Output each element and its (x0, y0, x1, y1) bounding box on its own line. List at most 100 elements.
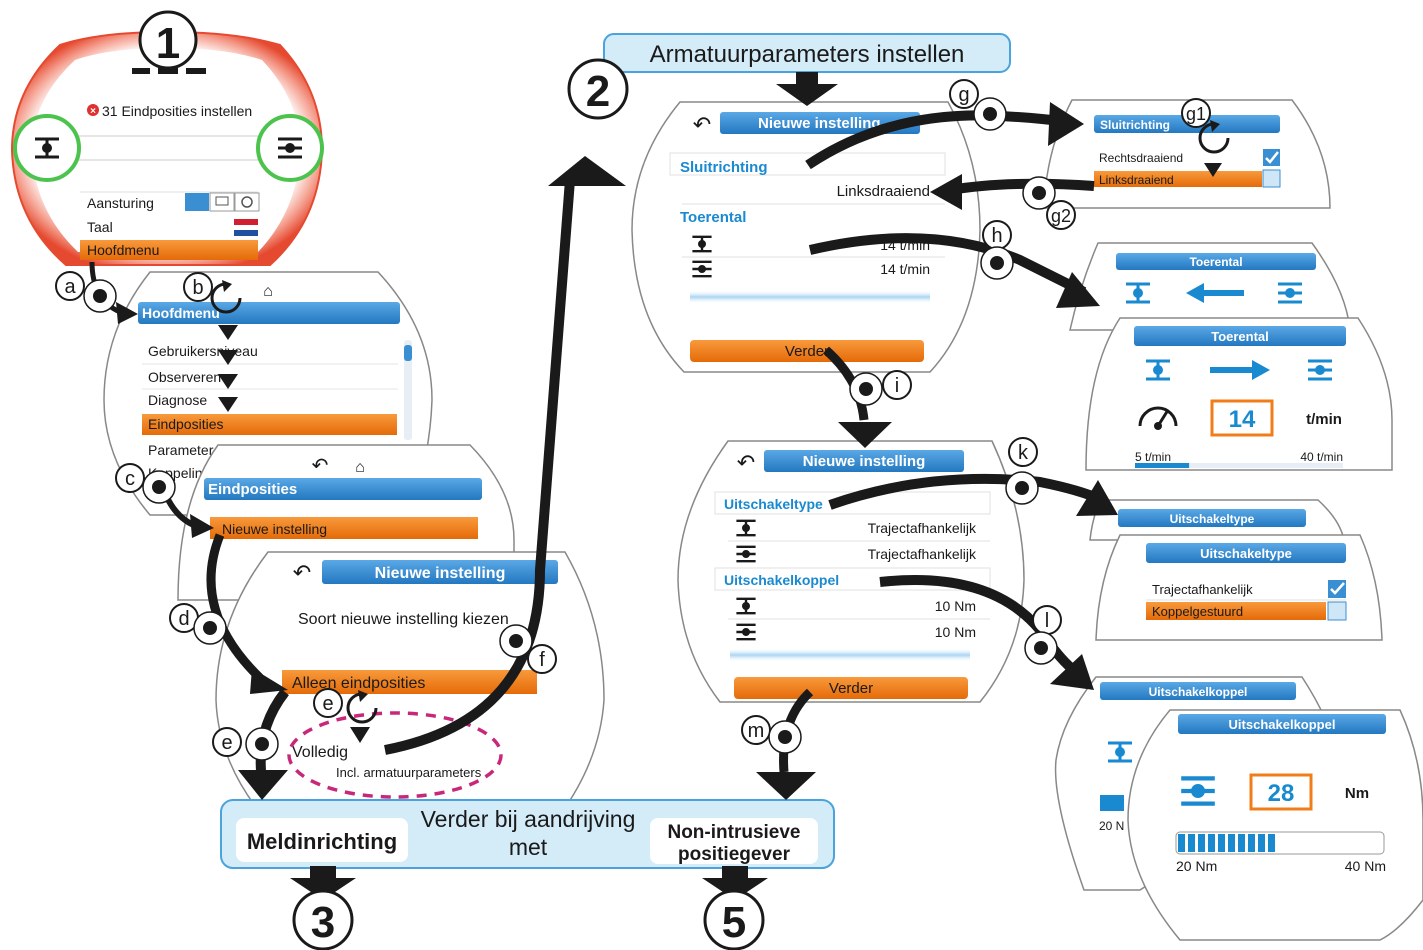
back-icon-5[interactable]: ↶ (737, 450, 755, 475)
option-volledig[interactable]: Volledig (292, 744, 348, 761)
svg-text:3: 3 (311, 898, 335, 947)
marker-m: m (741, 715, 802, 754)
type-open-value[interactable]: Trajectafhankelijk (868, 546, 977, 562)
option-rechtsdraaiend[interactable]: Rechtsdraaiend (1099, 151, 1183, 165)
checkbox-rechtsdraaiend[interactable] (1263, 149, 1280, 166)
marker-h: h (980, 220, 1014, 280)
torque-min: 20 Nm (1176, 858, 1217, 874)
option-koppelgestuurd[interactable] (1146, 602, 1326, 620)
speed-slider-track[interactable] (1135, 463, 1343, 468)
home-icon[interactable]: ⌂ (263, 283, 273, 300)
option-linksdraaiend[interactable] (1094, 171, 1262, 187)
main-menu-title: Hoofdmenu (142, 305, 220, 321)
torque-unit: Nm (1345, 785, 1369, 802)
svg-text:a: a (64, 276, 76, 298)
svg-text:14: 14 (1229, 406, 1256, 433)
back-icon-4[interactable]: ↶ (693, 112, 711, 137)
section-uitschakeltype: Uitschakeltype (724, 496, 823, 512)
row-hoofdmenu[interactable] (80, 240, 258, 260)
svg-text:Verder: Verder (785, 343, 829, 360)
scrollbar[interactable] (404, 340, 412, 440)
option-non-intrusive-line-1: Non-intrusieve (667, 822, 800, 843)
svg-text:h: h (991, 225, 1002, 247)
speed-min: 5 t/min (1135, 450, 1171, 464)
back-icon[interactable]: ↶ (312, 455, 329, 477)
svg-text:f: f (539, 649, 545, 671)
rotate-icon-e (346, 692, 378, 724)
step-5-badge (703, 889, 765, 950)
uitschakelkoppel-title: Uitschakelkoppel (1229, 717, 1336, 732)
menu-item-diagnose[interactable]: Diagnose (148, 392, 207, 408)
menu-item-observeren[interactable]: Observeren (148, 369, 221, 385)
marker-b: b (183, 272, 213, 302)
torque-slider-segment (1188, 834, 1195, 852)
svg-text:5: 5 (722, 898, 746, 947)
svg-text:b: b (192, 277, 203, 299)
svg-text:e: e (221, 732, 232, 754)
torque-slider-segment (1258, 834, 1265, 852)
marker-g1: g1 (1181, 98, 1211, 128)
local-control-icon[interactable] (185, 193, 209, 211)
banner-center-line-2: met (509, 834, 548, 860)
torque-slider-segment (1238, 834, 1245, 852)
svg-text:l: l (1045, 610, 1049, 632)
checkbox-koppelgestuurd[interactable] (1327, 601, 1347, 621)
screen-sluitrichting: Sluitrichting Rechtsdraaiend Linksdraaie… (1043, 99, 1331, 209)
screen-toerental: Toerental 14 t/min 5 t/min 40 t/min (1085, 317, 1393, 471)
arrow-left-icon (1186, 283, 1204, 303)
power-off-icon[interactable] (234, 192, 260, 212)
home-icon-2[interactable]: ⌂ (355, 459, 365, 476)
svg-text:m: m (748, 720, 765, 742)
verder-button-1[interactable] (690, 340, 924, 362)
sluitrichting-value[interactable]: Linksdraaiend (837, 183, 930, 200)
svg-text:k: k (1018, 442, 1029, 464)
menu-item-gebruikersniveau[interactable]: Gebruikersniveau (148, 343, 258, 359)
svg-text:Hoofdmenu: Hoofdmenu (87, 242, 159, 258)
menu-item-nieuwe-instelling[interactable] (210, 517, 478, 539)
svg-text:g2: g2 (1051, 206, 1071, 226)
step-markers: a b c d e e (55, 79, 1211, 761)
svg-text:Nieuwe instelling: Nieuwe instelling (222, 521, 327, 537)
torque-open-value[interactable]: 10 Nm (935, 624, 976, 640)
option-non-intrusive-line-2: positiegever (678, 844, 791, 865)
svg-text:Verder: Verder (829, 680, 873, 697)
section-toerental: Toerental (680, 209, 746, 226)
verder-button-2[interactable] (734, 677, 968, 699)
svg-text:d: d (178, 608, 189, 630)
remote-control-icon[interactable] (209, 192, 235, 212)
speedometer-icon (1138, 406, 1178, 430)
torque-close-value[interactable]: 10 Nm (935, 598, 976, 614)
svg-text:i: i (895, 375, 899, 397)
marker-k: k (1005, 437, 1039, 505)
screen-uitschakeltype-back: Uitschakeltype (1089, 499, 1345, 541)
torque-slider-track[interactable] (1175, 831, 1385, 855)
screen-toerental-back: Toerental (1069, 242, 1351, 331)
svg-text:Alleen eindposities: Alleen eindposities (292, 675, 425, 692)
speed-max: 40 t/min (1300, 450, 1343, 464)
banner-center-line-1: Verder bij aandrijving (421, 806, 636, 832)
menu-item-parameter[interactable]: Parameter (148, 442, 214, 458)
arrow-right-icon (1252, 360, 1270, 380)
option-trajectafhankelijk[interactable]: Trajectafhankelijk (1152, 582, 1253, 597)
checkbox-linksdraaiend[interactable] (1262, 169, 1281, 188)
option-meldinrichting: Meldinrichting (247, 829, 397, 854)
speed-input[interactable] (1210, 399, 1274, 437)
torque-input[interactable] (1249, 773, 1313, 811)
svg-text:2: 2 (586, 67, 610, 116)
torque-slider-segment (1178, 834, 1185, 852)
torque-max: 40 Nm (1345, 858, 1386, 874)
rotate-icons (210, 122, 1230, 724)
rotate-icon-g1 (1198, 122, 1230, 154)
svg-text:c: c (125, 468, 135, 490)
scrollbar-thumb[interactable] (404, 345, 412, 361)
rotate-icon-b (210, 282, 242, 314)
speed-open-value[interactable]: 14 t/min (880, 261, 930, 277)
flag-nl-icon[interactable] (234, 219, 258, 236)
back-icon-3[interactable]: ↶ (293, 560, 311, 585)
section-uitschakelkoppel: Uitschakelkoppel (724, 572, 839, 588)
menu-item-eindposities[interactable] (142, 414, 397, 435)
type-close-value[interactable]: Trajectafhankelijk (868, 520, 977, 536)
marker-a: a (55, 271, 117, 313)
torque-slider-segment (1268, 834, 1275, 852)
speed-unit: t/min (1306, 411, 1342, 428)
